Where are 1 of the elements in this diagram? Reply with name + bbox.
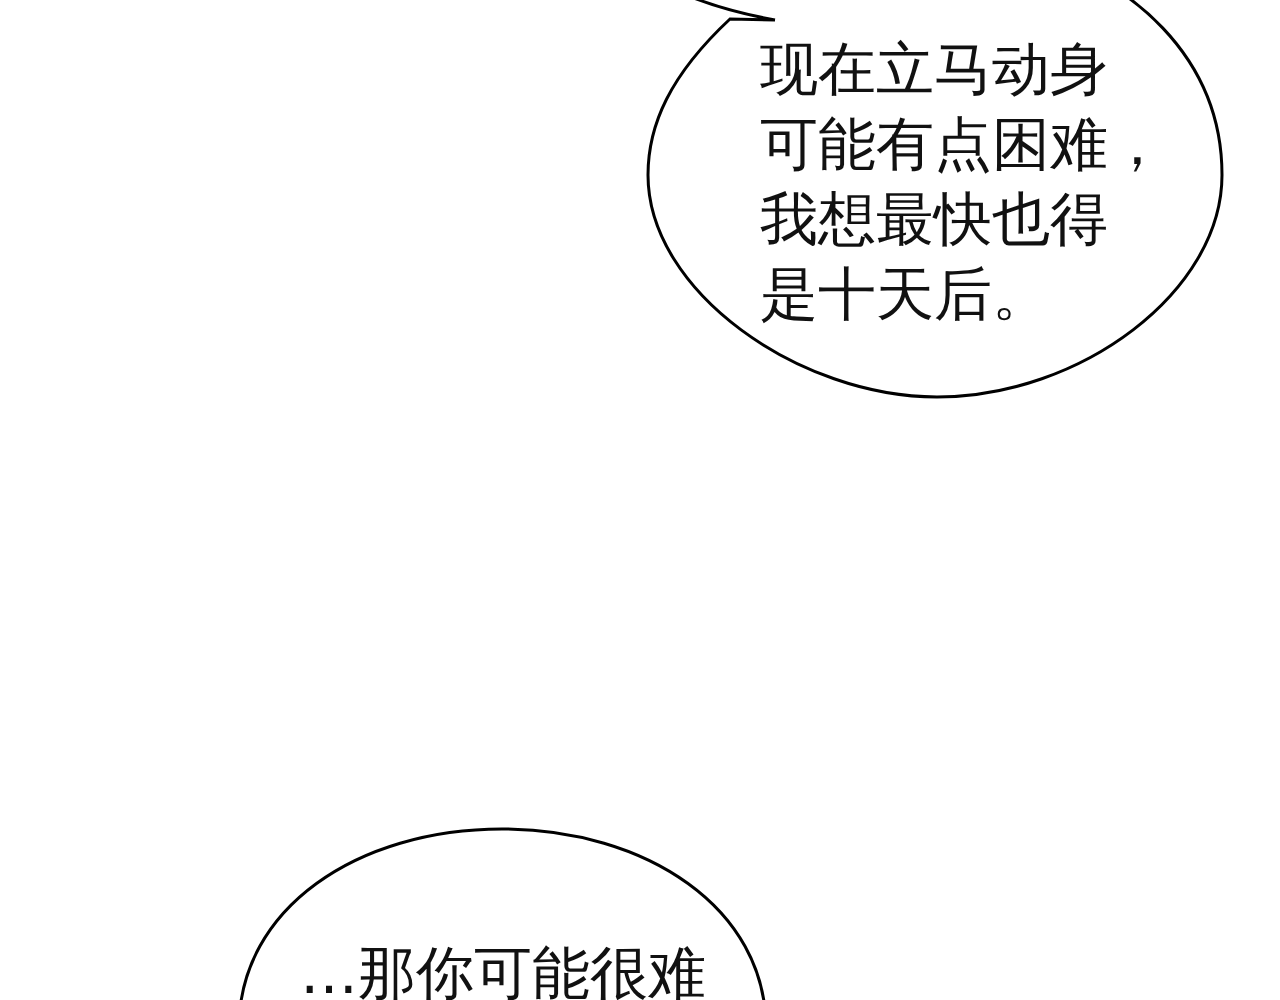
- dialogue-text: 现在立马动身可能有点困难，我想最快也得是十天后。: [760, 34, 1140, 330]
